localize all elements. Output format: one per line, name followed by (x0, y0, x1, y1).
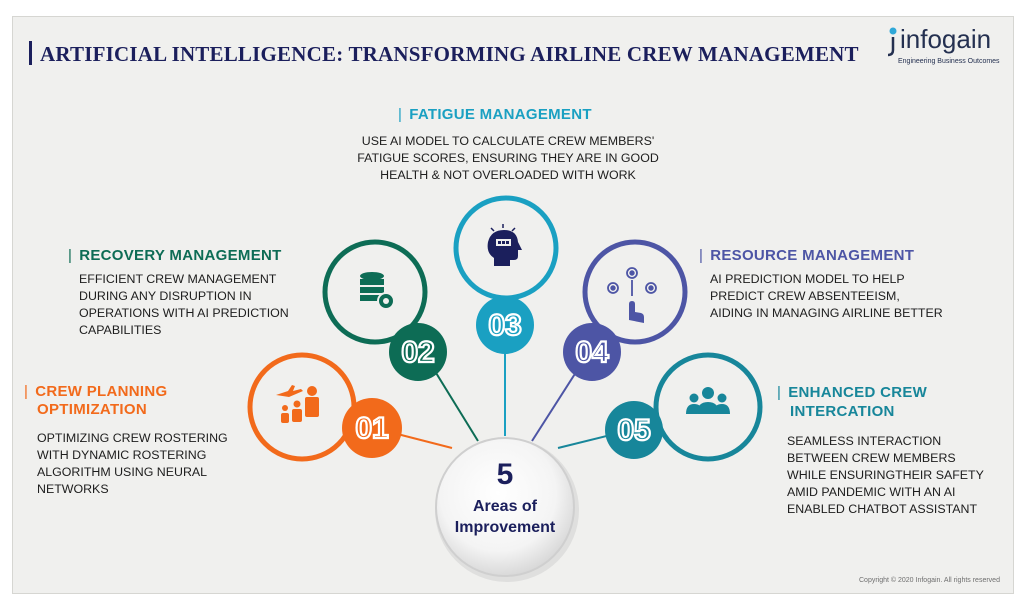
area-04-heading: |RESOURCE MANAGEMENT (699, 247, 915, 264)
area-03-badge (476, 296, 534, 354)
logo-tagline: Engineering Business Outcomes (898, 58, 1000, 65)
head-battery-icon (487, 224, 522, 266)
area-02-badge (389, 323, 447, 381)
area-02-balloon[interactable]: 02 (322, 239, 447, 381)
area-01-number: 01 (355, 412, 388, 445)
area-02-number: 02 (401, 336, 434, 369)
crew-plane-icon (276, 385, 319, 423)
team-icon (686, 387, 730, 414)
area-05-number: 05 (617, 414, 650, 447)
center-line1: Areas of (473, 498, 538, 515)
area-04-number: 04 (575, 336, 609, 369)
area-05-balloon[interactable]: 05 (605, 352, 763, 462)
area-02-description: EFFICIENT CREW MANAGEMENT DURING ANY DIS… (79, 272, 289, 337)
area-01-description: OPTIMIZING CREW ROSTERING WITH DYNAMIC R… (37, 431, 228, 496)
logo-wordmark: infogain (900, 24, 992, 54)
copyright-notice: Copyright © 2020 Infogain. All rights re… (859, 577, 1000, 584)
area-05-badge (605, 401, 663, 459)
area-01-heading: |CREW PLANNING OPTIMIZATION (24, 383, 168, 418)
page-title: ARTIFICIAL INTELLIGENCE: TRANSFORMING AI… (40, 42, 859, 66)
area-03-description: USE AI MODEL TO CALCULATE CREW MEMBERS' … (357, 134, 659, 182)
area-04-ring (582, 239, 688, 345)
area-04-balloon[interactable]: 04 (563, 239, 688, 381)
area-01-balloon[interactable]: 01 (247, 352, 402, 462)
center-line2: Improvement (455, 519, 556, 536)
area-03-balloon[interactable]: 03 (453, 195, 559, 354)
area-05-heading: |ENHANCED CREW INTERCATION (777, 384, 928, 420)
area-04-description: AI PREDICTION MODEL TO HELP PREDICT CREW… (710, 272, 943, 320)
hand-select-people-icon (607, 267, 657, 323)
center-circle: 5 Areas of Improvement (435, 437, 579, 582)
center-number: 5 (497, 458, 514, 491)
title-accent-bar (29, 41, 32, 65)
area-04-badge (563, 323, 621, 381)
area-05-description: SEAMLESS INTERACTION BETWEEN CREW MEMBER… (787, 434, 984, 516)
area-02-heading: |RECOVERY MANAGEMENT (68, 247, 282, 264)
infogain-logo[interactable]: infogain Engineering Business Outcomes (884, 24, 1000, 74)
area-03-number: 03 (488, 309, 521, 342)
logo-mark-icon (887, 27, 897, 57)
area-03-heading: |FATIGUE MANAGEMENT (398, 106, 592, 123)
database-gear-icon (360, 272, 395, 310)
area-01-badge (342, 398, 402, 458)
